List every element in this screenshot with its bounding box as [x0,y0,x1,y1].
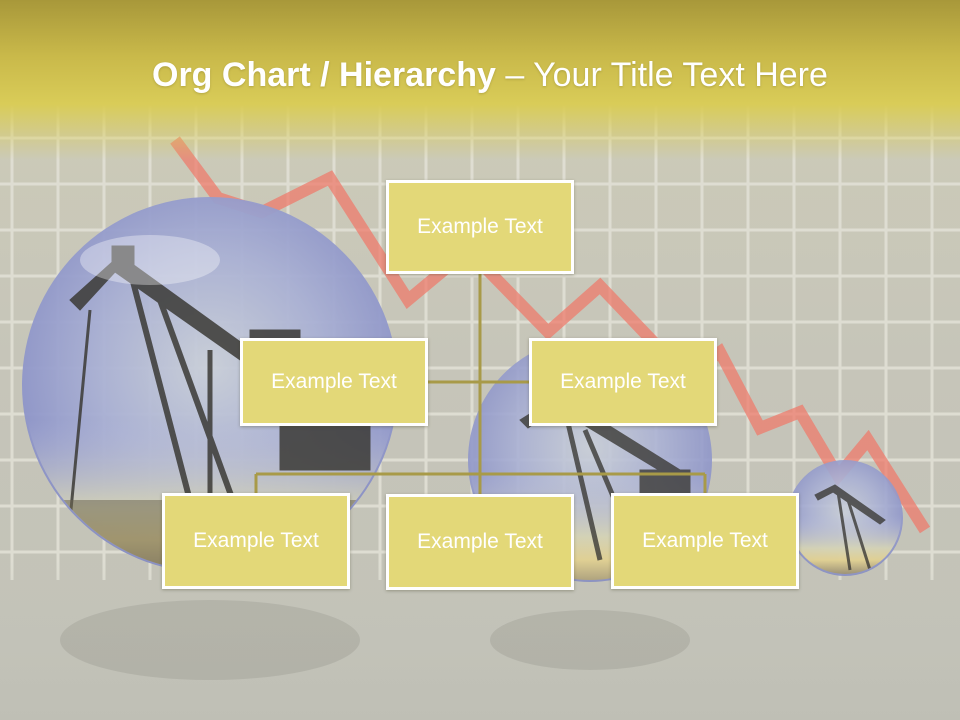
title-separator: – [495,56,534,94]
org-node-level3-center[interactable]: Example Text [386,494,574,590]
trend-arrow-icon [170,136,931,534]
org-node-level3-right[interactable]: Example Text [611,493,799,589]
org-node-root[interactable]: Example Text [386,180,574,274]
oil-pump-globe-small-icon [787,460,903,576]
title-bold: Org Chart / Hierarchy [152,56,496,94]
org-node-level3-left[interactable]: Example Text [162,493,350,589]
slide-title: Org Chart / Hierarchy – Your Title Text … [152,52,932,102]
title-light: Your Title Text Here [533,56,828,94]
org-node-level2-left[interactable]: Example Text [240,338,428,426]
title-band [0,0,960,160]
org-node-level2-right[interactable]: Example Text [529,338,717,426]
